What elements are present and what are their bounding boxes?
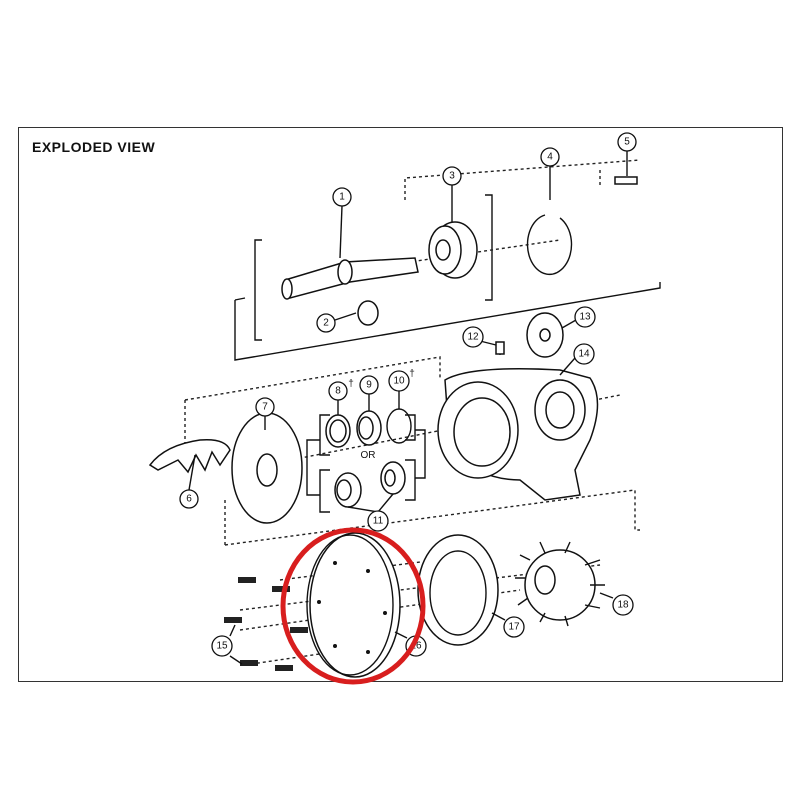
svg-text:5: 5 <box>624 137 630 148</box>
bearing-part <box>428 221 478 279</box>
callout-14: 14 <box>573 343 595 365</box>
callout-2: 2 <box>316 313 336 333</box>
callout-13: 13 <box>574 306 596 328</box>
svg-text:†: † <box>348 379 354 390</box>
svg-text:17: 17 <box>508 622 520 633</box>
svg-text:12: 12 <box>467 332 479 343</box>
svg-text:14: 14 <box>578 349 590 360</box>
key-part <box>614 176 638 185</box>
highlight-circle <box>280 527 426 685</box>
callout-6: 6 <box>179 489 199 509</box>
callout-10: 10 † <box>388 369 415 392</box>
callout-7: 7 <box>255 397 275 417</box>
callout-17: 17 <box>503 616 525 638</box>
callout-18: 18 <box>612 594 634 616</box>
shaft-part <box>281 257 419 300</box>
svg-text:6: 6 <box>186 494 192 505</box>
gasket-part <box>417 534 499 646</box>
callout-4: 4 <box>540 147 560 167</box>
screw-part <box>495 341 505 355</box>
washer-part <box>526 312 564 358</box>
svg-text:8: 8 <box>335 386 341 397</box>
diagram-frame <box>18 127 783 682</box>
impeller-part <box>515 541 605 627</box>
svg-text:16: 16 <box>410 641 422 652</box>
cam-part <box>148 438 231 474</box>
svg-text:10: 10 <box>393 376 405 387</box>
svg-text:7: 7 <box>262 402 268 413</box>
wear-plate-part <box>231 412 303 524</box>
svg-text:†: † <box>409 369 415 380</box>
callout-1: 1 <box>332 187 352 207</box>
callout-5: 5 <box>617 132 637 152</box>
cover-screws-part <box>224 577 308 671</box>
callout-9: 9 <box>359 375 379 395</box>
svg-text:4: 4 <box>547 152 553 163</box>
callout-12: 12 <box>462 326 484 348</box>
callout-3: 3 <box>442 166 462 186</box>
svg-text:13: 13 <box>579 312 591 323</box>
callout-8: 8† <box>328 379 354 401</box>
svg-text:18: 18 <box>617 600 629 611</box>
svg-text:15: 15 <box>216 641 228 652</box>
or-label: OR <box>361 450 376 461</box>
callout-15: 15 <box>211 635 233 657</box>
svg-text:11: 11 <box>373 516 384 527</box>
svg-text:9: 9 <box>366 380 372 391</box>
svg-text:1: 1 <box>339 192 345 203</box>
retaining-ring-part <box>526 214 573 275</box>
circlip-part <box>357 300 379 326</box>
callout-11: 11 <box>367 510 389 532</box>
diagram-title: EXPLODED VIEW <box>32 139 156 155</box>
pump-body-part <box>437 368 599 501</box>
seal-parts <box>325 408 412 508</box>
end-cover-part <box>306 532 401 678</box>
svg-text:2: 2 <box>323 318 329 329</box>
svg-text:3: 3 <box>449 171 455 182</box>
